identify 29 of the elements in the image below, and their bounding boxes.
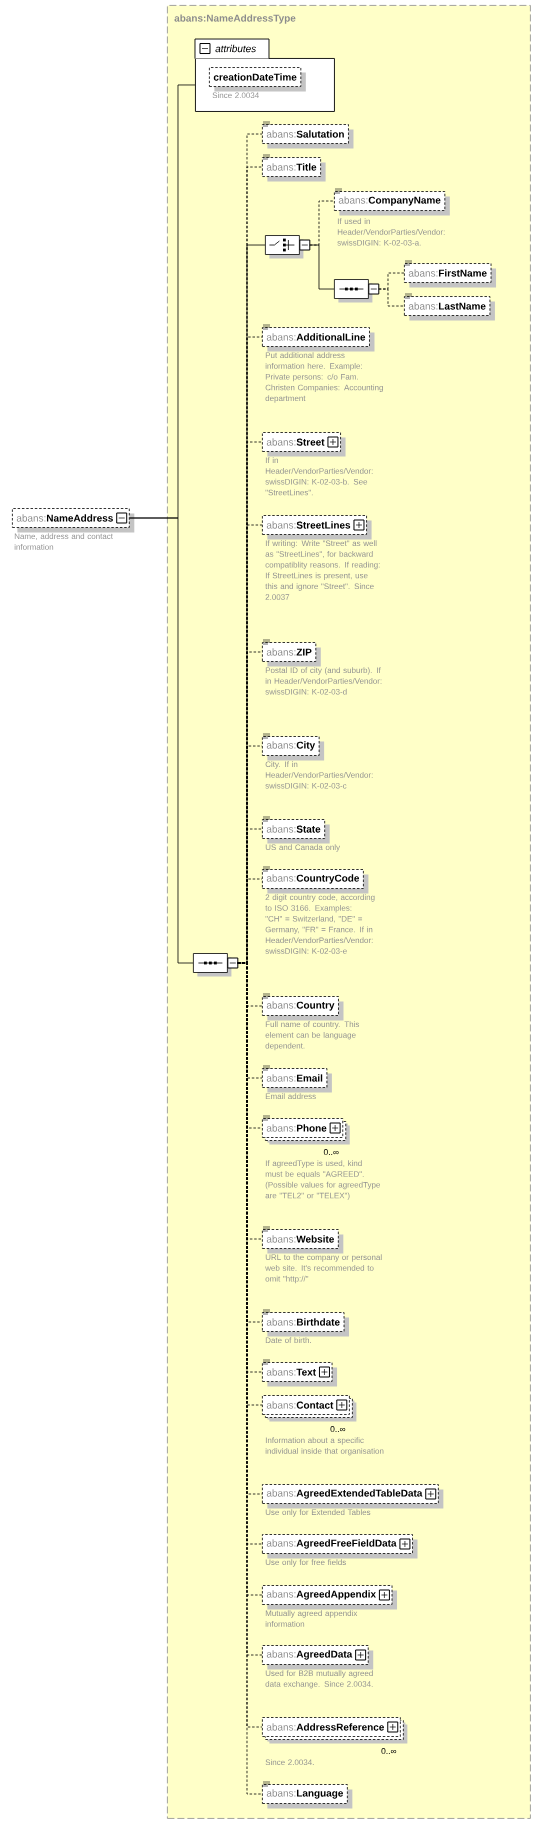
element-box: abans:Country [262, 996, 344, 1021]
element-box: abans:Title [262, 157, 326, 182]
element-box: abans:AgreedExtendedTableData [262, 1484, 444, 1509]
connector-line [378, 288, 405, 307]
element-box: abans:State [262, 819, 330, 844]
element-box: abans:City [262, 736, 325, 761]
element-box: abans:ZIP [262, 642, 321, 667]
element-box: abans:Language [262, 1784, 353, 1809]
connector-line [237, 244, 266, 964]
connector-line [129, 517, 194, 964]
element-box: abans:Contact [262, 1395, 357, 1422]
element-box: abans:CountryCode [262, 869, 369, 894]
element-box: abans:Phone [262, 1118, 350, 1145]
element-box: abans:LastName [404, 296, 495, 321]
element-box: abans:Website [262, 1229, 344, 1254]
element-box: abans:FirstName [404, 263, 497, 288]
element-box: abans:AdditionalLine [262, 327, 375, 352]
element-box: abans:Email [262, 1068, 332, 1093]
element-box: creationDateTime [209, 67, 306, 92]
element-box: abans:CompanyName [334, 191, 450, 216]
element-box: abans:Salutation [262, 124, 354, 149]
connector-line [309, 244, 335, 290]
element-box: abans:AddressReference [262, 1717, 408, 1744]
element-box: abans:AgreedFreeFieldData [262, 1534, 418, 1559]
element-box: abans:Birthdate [262, 1312, 350, 1337]
element-box: abans:AgreedAppendix [262, 1585, 397, 1610]
multiplicity-label: 0..∞ [381, 1748, 397, 1755]
multiplicity-label: 0..∞ [323, 1149, 339, 1156]
multiplicity-label: 0..∞ [330, 1426, 346, 1433]
